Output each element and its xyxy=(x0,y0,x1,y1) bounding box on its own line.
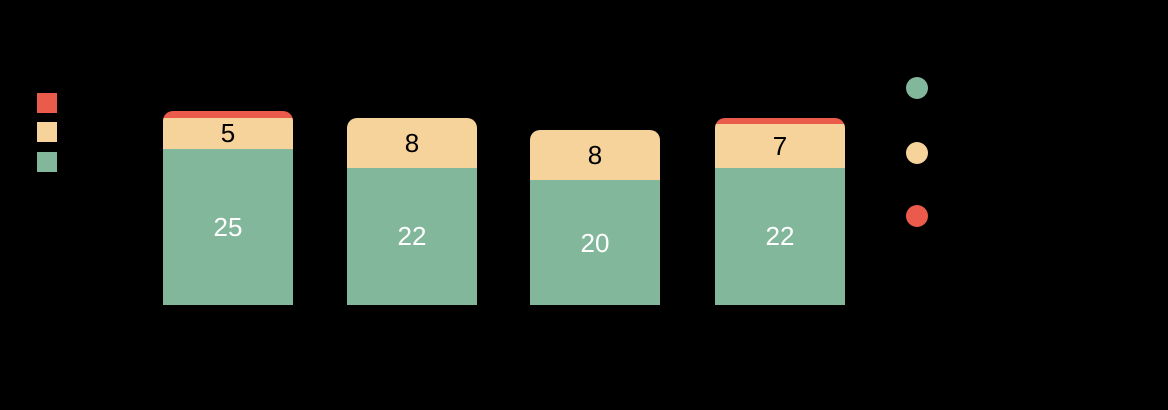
segment-value-label: 22 xyxy=(765,221,795,252)
bar-segment-yellow: 5 xyxy=(163,117,293,149)
bar-segment-green: 25 xyxy=(163,148,293,305)
bar-segment-green: 22 xyxy=(347,167,477,305)
bar-1: 8 22 xyxy=(347,117,477,305)
legend-swatch-0 xyxy=(37,93,57,113)
bar-segment-red xyxy=(163,111,293,118)
segment-value-label: 20 xyxy=(580,227,610,258)
bar-segment-yellow: 8 xyxy=(347,117,477,168)
legend-dot-2 xyxy=(906,205,928,227)
legend-swatch-1 xyxy=(37,122,57,142)
legend-dot-0 xyxy=(906,77,928,99)
bar-2: 8 20 xyxy=(530,130,660,305)
bar-segment-yellow: 7 xyxy=(715,123,845,168)
bar-segment-green: 22 xyxy=(715,167,845,305)
segment-value-label: 5 xyxy=(220,118,236,149)
segment-value-label: 25 xyxy=(213,211,243,242)
segment-value-label: 8 xyxy=(587,140,603,170)
legend-dot-1 xyxy=(906,142,928,164)
bar-segment-yellow: 8 xyxy=(530,130,660,180)
legend-swatch-2 xyxy=(37,152,57,172)
segment-value-label: 22 xyxy=(397,221,427,252)
segment-value-label: 8 xyxy=(404,127,420,158)
bar-0: 5 25 xyxy=(163,111,293,305)
segment-value-label: 7 xyxy=(772,130,788,161)
bar-segment-green: 20 xyxy=(530,180,660,305)
bar-3: 7 22 xyxy=(715,117,845,305)
bar-segment-red xyxy=(715,117,845,124)
